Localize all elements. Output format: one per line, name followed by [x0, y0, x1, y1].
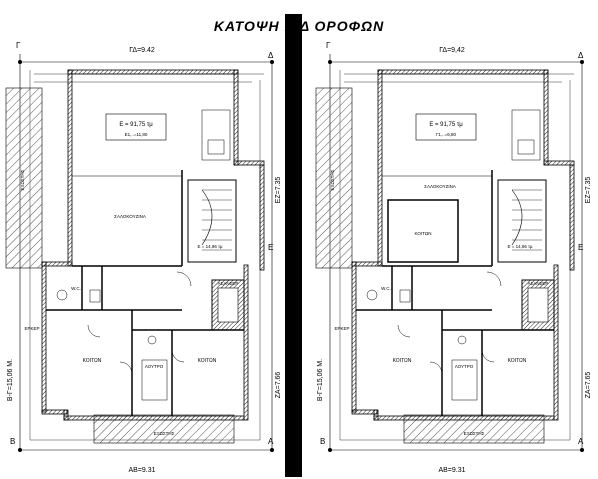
room-elevator: ΑΣΑΝΣΕΡ	[528, 281, 549, 286]
right-dimension-bottom-label: ΖΑ=7.66	[275, 372, 282, 399]
room-erker: ΕΡΚΕΡ	[24, 326, 39, 331]
corner-label-e: Ε	[268, 243, 273, 252]
room-bathroom: ΛΟΥΤΡΟ	[455, 364, 474, 369]
floor-plan-left: ΓΔ=9.42 ΑΒ=9.31 Β-Γ=15,06 Μ. ΕΖ=7.35 ΖΑ=…	[2, 40, 282, 476]
stair-well	[497, 179, 547, 263]
room-bedroom-left: ΚΟΙΤΩΝ	[83, 358, 102, 364]
floor-plan-right: ΓΔ=9,42 ΑΒ=9.31 Β-Γ=15,06 Μ. ΕΖ=7.35 ΖΑ=…	[312, 40, 592, 476]
bottom-dimension-label: ΑΒ=9.31	[128, 467, 155, 474]
middle-room	[387, 199, 459, 263]
room-wc: W.C.	[71, 286, 81, 291]
floor-plan-left-drawing: ΓΔ=9.42 ΑΒ=9.31 Β-Γ=15,06 Μ. ΕΖ=7.35 ΖΑ=…	[5, 41, 282, 474]
left-dimension-label: Β-Γ=15,06 Μ.	[317, 359, 324, 401]
room-bedroom-left: ΚΟΙΤΩΝ	[393, 358, 412, 364]
area-sublabel: Γ1,..=6,80	[436, 132, 457, 137]
right-dimension-bottom-label: ΖΑ=7.65	[585, 372, 592, 399]
sheet-divider	[285, 14, 302, 477]
area-box	[415, 113, 477, 141]
corner-label-b: Β	[10, 437, 15, 446]
right-dimension-top-label: ΕΖ=7.35	[585, 177, 592, 204]
corner-label-a: Α	[268, 437, 274, 446]
corner-label-g: Γ	[326, 41, 331, 50]
corner-label-b: Β	[320, 437, 325, 446]
corner-label-a: Α	[578, 437, 584, 446]
balcony-left	[5, 87, 43, 269]
room-erker: ΕΡΚΕΡ	[334, 326, 349, 331]
corner-label-d: Δ	[578, 51, 584, 60]
room-balcony-bottom: ΕΞΩΣΤΗΣ	[464, 431, 485, 436]
area-box	[105, 113, 167, 141]
top-dimension-label: ΓΔ=9,42	[439, 47, 465, 54]
area-label: Ε = 91,75 τμ	[119, 122, 153, 128]
room-bedroom-right: ΚΟΙΤΩΝ	[198, 358, 217, 364]
corner-label-g: Γ	[16, 41, 21, 50]
room-balcony-bottom: ΕΞΩΣΤΗΣ	[154, 431, 175, 436]
stair-area-label: Ε = 14,96 τμ	[197, 244, 222, 249]
balcony-left	[315, 87, 353, 269]
room-living: ΣΑΛΟΚΟΥΖΙΝΑ	[424, 184, 456, 189]
room-balcony-left: ΕΞΩΣΤΗΣ	[330, 169, 335, 190]
corner-label-d: Δ	[268, 51, 274, 60]
area-label: Ε = 91,75 τμ	[429, 122, 463, 128]
stair-area-label: Ε = 14,96 τμ	[507, 244, 532, 249]
stair-well	[187, 179, 237, 263]
room-wc: W.C.	[381, 286, 391, 291]
room-living: ΣΑΛΟΚΟΥΖΙΝΑ	[114, 214, 146, 219]
area-sublabel: Ε1,..=11,80	[125, 132, 148, 137]
room-bedroom-right: ΚΟΙΤΩΝ	[508, 358, 527, 364]
room-middle: ΚΟΙΤΩΝ	[415, 231, 432, 236]
room-bathroom: ΛΟΥΤΡΟ	[145, 364, 164, 369]
floor-plan-right-drawing: ΓΔ=9,42 ΑΒ=9.31 Β-Γ=15,06 Μ. ΕΖ=7.35 ΖΑ=…	[315, 41, 592, 474]
top-dimension-label: ΓΔ=9.42	[129, 47, 155, 54]
bottom-dimension-label: ΑΒ=9.31	[438, 467, 465, 474]
left-dimension-label: Β-Γ=15,06 Μ.	[7, 359, 14, 401]
right-dimension-top-label: ΕΖ=7.35	[275, 177, 282, 204]
corner-label-e: Ε	[578, 243, 583, 252]
room-elevator: ΑΣΑΝΣΕΡ	[218, 281, 239, 286]
room-balcony-left: ΕΞΩΣΤΗΣ	[20, 169, 25, 190]
